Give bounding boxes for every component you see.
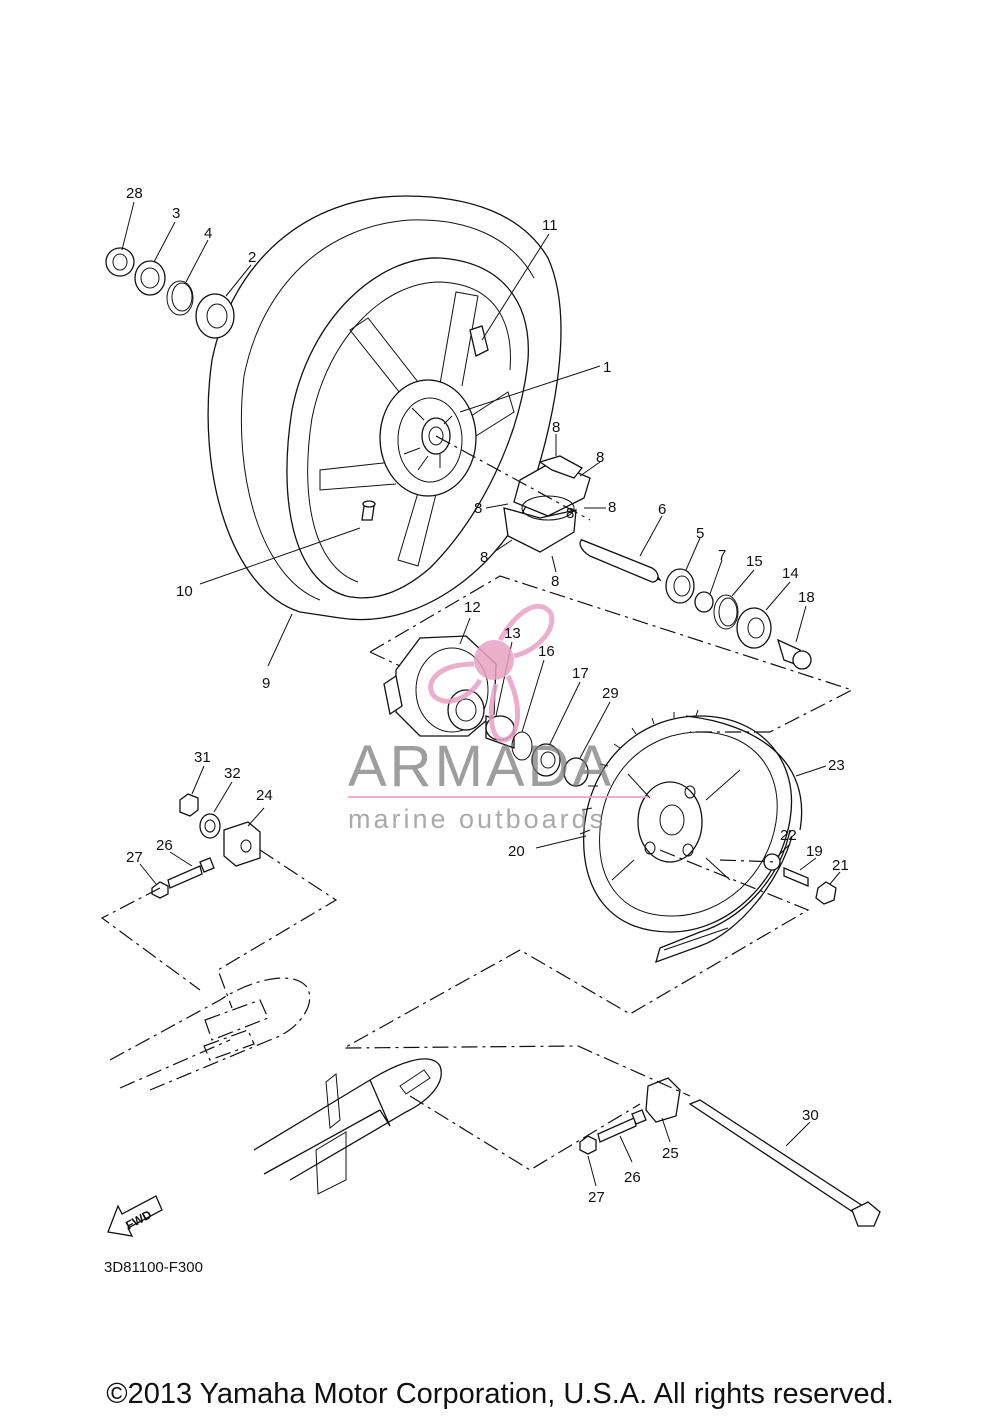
copyright-notice: ©2013 Yamaha Motor Corporation, U.S.A. A…: [106, 1378, 894, 1410]
watermark: ARMADA marine outboards: [348, 603, 648, 834]
callout-25: 25: [662, 1145, 679, 1162]
watermark-tagline: marine outboards: [348, 804, 606, 834]
callout-12: 12: [464, 599, 481, 616]
callout-24: 24: [256, 787, 273, 804]
callout-19: 19: [806, 843, 823, 860]
callout-21: 21: [832, 857, 849, 874]
callout-31: 31: [194, 749, 211, 766]
callout-27: 27: [126, 849, 143, 866]
callout-10: 10: [176, 583, 193, 600]
watermark-brand: ARMADA: [348, 734, 614, 799]
callout-8-bottom: 8: [551, 573, 559, 590]
wheel-assembly: [207, 195, 562, 621]
callout-8-top: 8: [552, 419, 560, 436]
callout-2: 2: [248, 249, 256, 266]
callout-18: 18: [798, 589, 815, 606]
callout-13: 13: [504, 625, 521, 642]
callouts: 28 3 4 2 11 1 8 8 8 8 8 8 8 6 5 7 15 14 …: [126, 185, 849, 1206]
axle-side-parts: [579, 538, 812, 670]
callout-6: 6: [658, 501, 666, 518]
callout-22: 22: [780, 827, 797, 844]
callout-4: 4: [204, 225, 212, 242]
leader-lines: [121, 201, 841, 1187]
hardware: [151, 793, 881, 1227]
damper-set: [503, 455, 591, 553]
callout-8-right-upper: 8: [596, 449, 604, 466]
callout-8-center: 8: [566, 505, 574, 522]
callout-26-lower: 26: [624, 1169, 641, 1186]
callout-8-right-lower: 8: [608, 499, 616, 516]
fwd-arrow-icon: [107, 1195, 163, 1237]
callout-7: 7: [718, 547, 726, 564]
callout-16: 16: [538, 643, 555, 660]
drawing-code: 3D81100-F300: [104, 1259, 203, 1276]
callout-9: 9: [262, 675, 270, 692]
callout-27-lower: 27: [588, 1189, 605, 1206]
callout-28: 28: [126, 185, 143, 202]
watermark-rule: [348, 796, 648, 798]
callout-32: 32: [224, 765, 241, 782]
callout-8-left-upper: 8: [474, 500, 482, 517]
callout-23: 23: [828, 757, 845, 774]
callout-5: 5: [696, 525, 704, 542]
callout-26: 26: [156, 837, 173, 854]
callout-20: 20: [508, 843, 525, 860]
left-bearing-set: [105, 247, 235, 339]
fwd-arrow: FWD: [107, 1195, 163, 1237]
callout-8-left-lower: 8: [480, 549, 488, 566]
armada-logo-icon: [428, 603, 555, 743]
callout-29: 29: [602, 685, 619, 702]
callout-14: 14: [782, 565, 799, 582]
callout-15: 15: [746, 553, 763, 570]
callout-11: 11: [542, 217, 558, 234]
driven-flange: [383, 635, 589, 787]
assembly-lines: [100, 435, 854, 1171]
callout-3: 3: [172, 205, 180, 222]
swingarm-sketch: [109, 977, 442, 1195]
callout-30: 30: [802, 1107, 819, 1124]
pulley-and-belt: [579, 709, 803, 964]
callout-1: 1: [603, 359, 611, 376]
callout-17: 17: [572, 665, 589, 682]
